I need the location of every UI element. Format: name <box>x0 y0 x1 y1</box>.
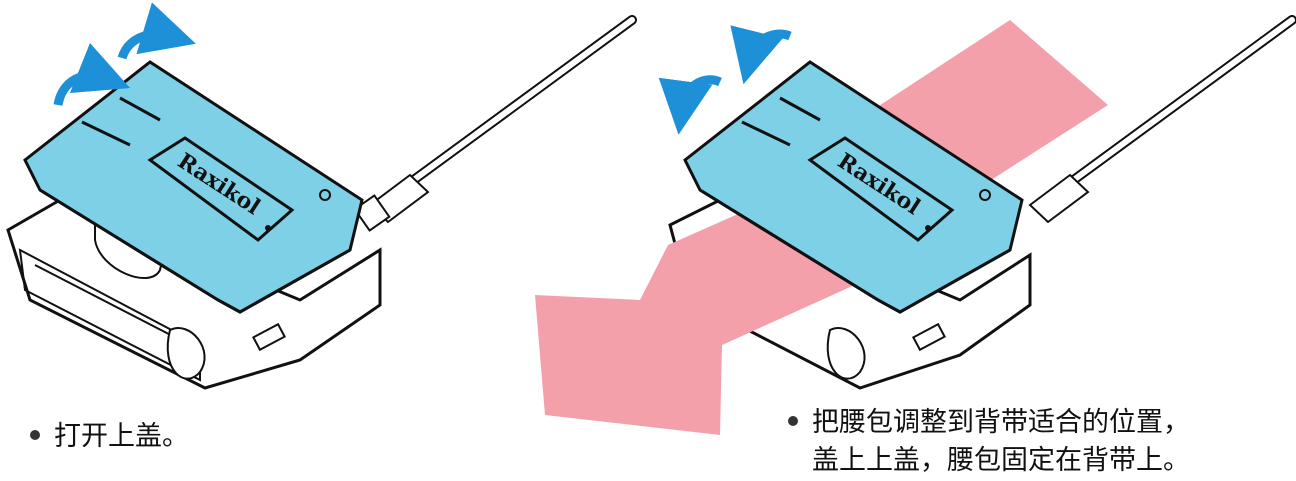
rotate-arrow-icon <box>682 80 720 108</box>
rotate-arrow-icon <box>58 75 105 105</box>
bullet-icon <box>30 430 40 440</box>
caption-right: 把腰包调整到背带适合的位置， 盖上上盖，腰包固定在背带上。 <box>788 404 1288 480</box>
caption-left-text: 打开上盖。 <box>54 421 189 452</box>
bullet-icon <box>788 416 798 426</box>
rotate-arrow-icon <box>750 34 790 58</box>
antenna-left <box>355 20 632 231</box>
caption-left: 打开上盖。 <box>30 418 189 456</box>
caption-right-line2: 盖上上盖，腰包固定在背带上。 <box>788 442 1288 480</box>
caption-right-line1: 把腰包调整到背带适合的位置， <box>812 407 1190 438</box>
rotate-arrow-icon <box>122 34 170 58</box>
right-device-illustration: Raxikol <box>535 20 1292 435</box>
